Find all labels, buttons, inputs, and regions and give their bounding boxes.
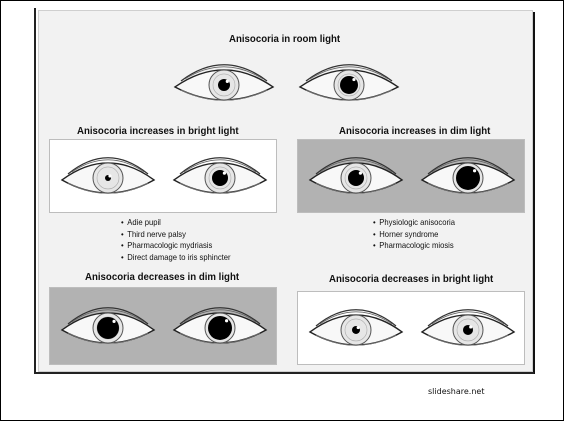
cause-item: Physiologic anisocoria	[373, 217, 455, 229]
dim-decrease-left-eye-icon	[56, 294, 160, 356]
cause-item: Pharmacologic mydriasis	[121, 240, 231, 252]
bright-increase-causes-list: Adie pupil Third nerve palsy Pharmacolog…	[121, 217, 231, 263]
room-light-right-eye-icon	[294, 51, 404, 113]
bright-decrease-panel	[297, 291, 525, 365]
cause-item: Direct damage to iris sphincter	[121, 252, 231, 264]
cause-item: Pharmacologic miosis	[373, 240, 455, 252]
bright-decrease-left-eye-icon	[304, 296, 408, 358]
frame-shadow-bottom	[34, 372, 534, 374]
bright-increase-left-eye-icon	[56, 144, 160, 206]
cause-item: Horner syndrome	[373, 229, 455, 241]
bright-decrease-right-eye-icon	[416, 296, 520, 358]
dim-increase-right-eye-icon	[416, 144, 520, 206]
dim-decrease-panel	[49, 287, 277, 365]
cause-item: Adie pupil	[121, 217, 231, 229]
dim-decrease-title: Anisocoria decreases in dim light	[85, 271, 239, 283]
frame-shadow-left	[34, 8, 36, 374]
dim-increase-panel	[297, 139, 525, 213]
dim-increase-title: Anisocoria increases in dim light	[339, 125, 490, 137]
room-light-left-eye-icon	[169, 51, 279, 113]
dim-increase-causes-list: Physiologic anisocoria Horner syndrome P…	[373, 217, 455, 252]
anisocoria-figure: Anisocoria in room light Anisocoria incr…	[38, 10, 533, 372]
bright-increase-title: Anisocoria increases in bright light	[77, 125, 239, 137]
room-light-title: Anisocoria in room light	[229, 33, 340, 45]
cause-item: Third nerve palsy	[121, 229, 231, 241]
dim-increase-left-eye-icon	[304, 144, 408, 206]
bright-increase-right-eye-icon	[168, 144, 272, 206]
bright-decrease-title: Anisocoria decreases in bright light	[329, 273, 493, 285]
dim-decrease-right-eye-icon	[168, 294, 272, 356]
bright-increase-panel	[49, 139, 277, 213]
source-credit: slideshare.net	[428, 387, 484, 396]
